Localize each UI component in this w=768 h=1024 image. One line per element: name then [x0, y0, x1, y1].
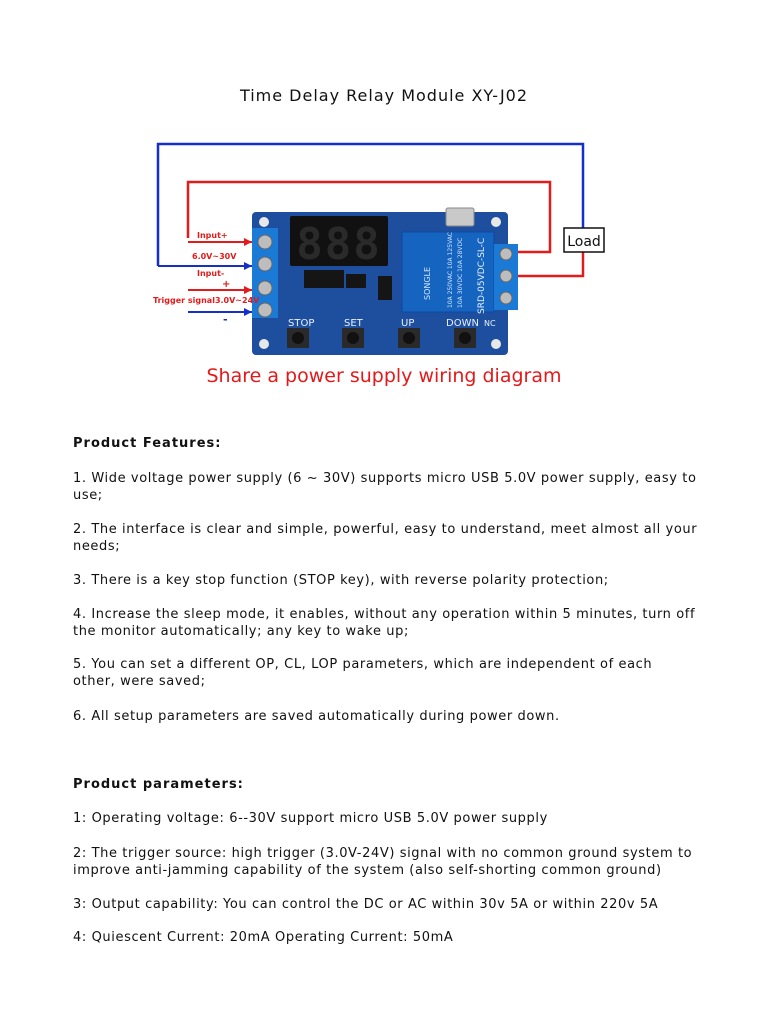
relay-rating-2: 10A 30VDC 10A 28VDC: [457, 238, 464, 308]
negative-loop-wire: [156, 142, 585, 266]
label-trigger: Trigger signal3.0V~24V: [153, 296, 260, 305]
micro-usb-port: [445, 207, 475, 227]
chip: [346, 274, 366, 288]
label-voltage: 6.0V~30V: [192, 252, 237, 261]
relay-brand: SONGLE: [423, 267, 432, 300]
label-minus-sign: -: [223, 313, 228, 326]
wiring-diagram: 888 SONGLE 10A 250VAC 10A 125VAC 10A 30V…: [153, 142, 605, 355]
parameter-item: 1: Operating voltage: 6--30V support mic…: [73, 811, 548, 826]
relay-model: SRD-05VDC-SL-C: [477, 238, 487, 314]
terminal-screw: [257, 280, 273, 296]
mount-hole: [491, 339, 501, 349]
feature-item: 3. There is a key stop function (STOP ke…: [73, 573, 609, 588]
feature-item: 6. All setup parameters are saved automa…: [73, 709, 560, 724]
feature-item: 5. You can set a different OP, CL, LOP p…: [73, 657, 653, 689]
features-heading: Product Features:: [73, 436, 222, 451]
label-stop: STOP: [288, 318, 314, 329]
label-plus-sign: +: [222, 279, 230, 290]
parameters-heading: Product parameters:: [73, 777, 244, 792]
button-down: [454, 328, 476, 348]
chip: [378, 276, 392, 300]
relay: [401, 231, 495, 313]
load-box: [563, 227, 605, 253]
display-digits: 888: [296, 219, 381, 270]
arrow-head: [244, 286, 252, 294]
diagram-caption: Share a power supply wiring diagram: [206, 365, 562, 387]
parameter-item: 4: Quiescent Current: 20mA Operating Cur…: [73, 930, 454, 945]
relay-rating-1: 10A 250VAC 10A 125VAC: [447, 232, 454, 308]
button-set: [342, 328, 364, 348]
button-stop: [287, 328, 309, 348]
mount-hole: [491, 217, 501, 227]
label-up: UP: [401, 318, 414, 329]
terminal-screw: [499, 291, 513, 305]
arrow-head: [244, 262, 252, 270]
parameter-item: 3: Output capability: You can control th…: [73, 897, 659, 912]
parameter-item: 2: The trigger source: high trigger (3.0…: [73, 846, 693, 878]
page-title: Time Delay Relay Module XY-J02: [239, 86, 529, 105]
arrow-head: [244, 238, 252, 246]
arrow-head: [244, 308, 252, 316]
chip: [304, 270, 344, 288]
label-nc: NC: [484, 319, 496, 328]
positive-loop-wire: [186, 180, 552, 254]
load-label: Load: [567, 234, 601, 250]
mount-hole: [259, 339, 269, 349]
terminal-screw: [257, 234, 273, 250]
label-down: DOWN: [446, 318, 479, 329]
label-input-plus: Input+: [197, 231, 228, 240]
button-up: [398, 328, 420, 348]
led-display: [290, 216, 388, 266]
terminal-screw: [499, 247, 513, 261]
terminal-screw: [257, 256, 273, 272]
mount-hole: [259, 217, 269, 227]
feature-item: 2. The interface is clear and simple, po…: [73, 522, 698, 554]
terminal-screw: [499, 269, 513, 283]
label-set: SET: [344, 318, 364, 329]
load-to-relay-wire: [517, 252, 585, 278]
feature-item: 4. Increase the sleep mode, it enables, …: [73, 607, 696, 639]
terminal-screw: [257, 302, 273, 318]
label-input-minus: Input-: [197, 269, 224, 278]
feature-item: 1. Wide voltage power supply (6 ~ 30V) s…: [73, 471, 697, 503]
